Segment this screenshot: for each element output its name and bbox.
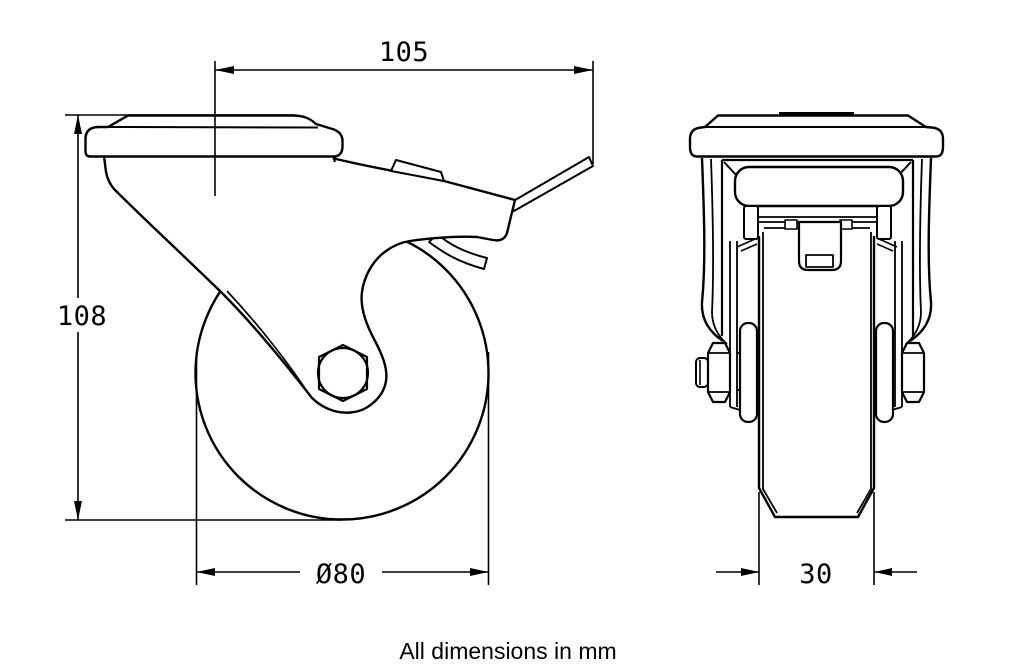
arrowhead-inward-left [741,568,759,576]
swivel-housing [733,165,905,208]
dim-value-105: 105 [379,37,429,68]
fork-leg-contour-right [905,158,923,345]
fork-leg-outer-right [909,157,933,342]
dimension-wheel-diameter: Ø80 [195,352,490,590]
dimension-wheel-width: 30 [716,492,917,590]
fork-leg-inner-edge [226,290,311,397]
arrowhead-inward-right [874,568,892,576]
arrowhead-right [574,66,593,74]
bracket-plate-left [729,241,741,411]
housing-tab-right [876,205,892,240]
bracket-diagonal-left [736,238,758,252]
axle-nut-front-right [900,341,926,404]
arrowhead-up [74,115,82,134]
arrowhead-right [470,568,489,576]
axle-nut-front-right-chamfers [902,352,924,393]
top-plate-side [84,114,344,158]
fork-body-side [102,154,517,414]
wheel-front-inner-right [856,232,872,514]
axle-nut-hex [317,343,369,403]
fork-leg-contour-left [710,158,728,345]
housing-tab-left [743,205,759,240]
bearing-cap-left [738,321,759,424]
fork-leg-outer-left [700,157,724,342]
bracket-diagonal-right [876,238,898,252]
arrowhead-left [196,568,215,576]
arrowhead-left [215,66,234,74]
bearing-cap-right [874,321,895,424]
axle-bar-notch-left [784,219,798,230]
dim-value-d80: Ø80 [316,559,366,590]
axle-nut-front-left [706,341,732,404]
bracket-plate-right [891,241,903,411]
fork-window [720,158,915,336]
brake-block [797,220,843,272]
axle-stub [695,357,709,388]
wheel-front-outline [757,236,876,519]
top-plate-corner-step [332,156,336,163]
wheel-front-inner-left [762,232,778,514]
top-plate-front [688,114,945,158]
top-plate-seam-line [107,126,319,129]
axle-nut-front-left-chamfers [708,352,730,393]
dimension-mount-offset: 105 [214,37,594,196]
front-view [688,112,945,519]
dimension-overall-height: 108 [57,114,342,521]
brake-pin [428,233,488,270]
brake-pedal-tab [390,159,445,182]
arrowhead-down [74,501,82,520]
dim-value-108: 108 [57,301,107,332]
axle-nut-chamfer-circle [316,346,370,400]
units-note: All dimensions in mm [399,638,616,664]
brake-block-slot [805,254,834,268]
dim-value-30: 30 [799,559,833,590]
